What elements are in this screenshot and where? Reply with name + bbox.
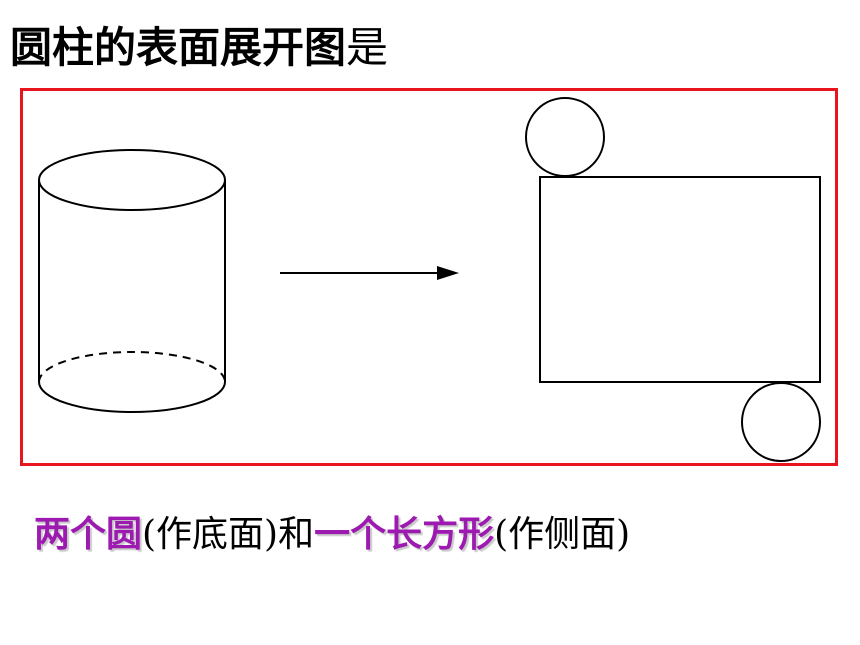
cylinder-bottom-front-arc <box>38 381 226 413</box>
page-title: 圆柱的表面展开图是 <box>10 22 388 74</box>
caption: 两个圆(作底面)和一个长方形(作侧面) <box>34 512 630 558</box>
cylinder-top-ellipse <box>38 149 226 211</box>
cylinder-bottom-back-arc-dashed <box>38 351 226 383</box>
caption-one-rectangle: 一个长方形 <box>314 514 495 555</box>
cylinder-net-diagram <box>38 97 821 462</box>
title-tail-text: 是 <box>346 23 389 72</box>
arrow-head <box>437 266 459 280</box>
caption-side-note: (作侧面) <box>494 514 631 555</box>
caption-two-circles: 两个圆 <box>34 514 143 555</box>
caption-base-note: (作底面)和 <box>142 514 315 555</box>
net-rectangle <box>539 176 821 383</box>
diagram-frame <box>20 88 838 466</box>
net-top-circle <box>525 97 605 177</box>
net-bottom-circle <box>741 382 821 462</box>
title-main-text: 圆柱的表面展开图 <box>10 23 347 72</box>
